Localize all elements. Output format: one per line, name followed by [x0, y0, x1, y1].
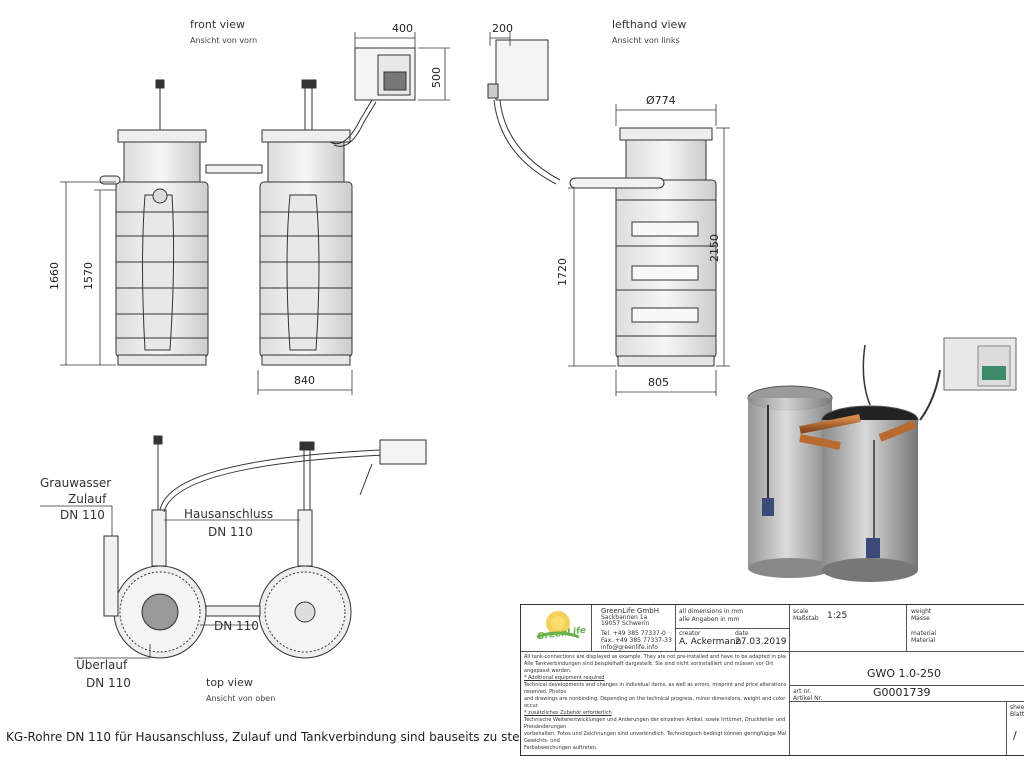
label-grauwasser: Grauwasser	[40, 476, 112, 490]
company-fax: Fax. +49 385 77337-33	[601, 637, 672, 644]
left-view-subtitle: Ansicht von links	[612, 36, 680, 45]
company-city: 19057 Schwerin	[601, 620, 650, 627]
dims-note-en: all dimensions in mm	[679, 608, 744, 615]
art-value: G0001739	[873, 686, 931, 699]
company-email: info@greenlife.info	[601, 644, 658, 651]
dim-500: 500	[430, 67, 443, 88]
dim-840: 840	[294, 374, 315, 387]
scale-value: 1:25	[827, 611, 848, 621]
note-line: reserved. Photos	[524, 689, 567, 695]
material-label: material	[911, 630, 937, 637]
isometric-render	[747, 337, 1017, 582]
creator-value: A. Ackermann	[679, 637, 742, 647]
company-name: GreenLife GmbH	[601, 607, 659, 615]
label-dn110-hausanschluss: DN 110	[208, 525, 253, 539]
title-block: GreenLife GreenLife GmbH Sackbannen 1a 1…	[520, 604, 1024, 756]
dim-1720: 1720	[556, 258, 569, 286]
greenlife-logo: GreenLife	[531, 607, 587, 647]
left-dimension-lines	[489, 32, 730, 396]
left-view-drawing	[487, 39, 717, 367]
front-left-tank	[115, 79, 209, 366]
label-ueberlauf: Überlauf	[76, 658, 128, 672]
dims-note-de: alle Angaben in mm	[679, 616, 740, 623]
dim-2150: 2150	[708, 234, 721, 262]
note-line: and drawings are nonbinding. Depending o…	[524, 696, 786, 702]
art-label: art nr.	[793, 688, 812, 695]
note-line: Gewichts- und	[524, 738, 560, 744]
front-right-tank	[259, 79, 353, 366]
note-line: angepasst werden.	[524, 668, 572, 674]
note-line: * Additional equipment required	[524, 675, 605, 681]
date-label: date	[735, 630, 749, 637]
front-dimension-lines	[60, 32, 450, 395]
note-line: occur.	[524, 703, 539, 709]
dim-diameter-774: Ø774	[646, 94, 676, 107]
sheet-label: shee	[1010, 704, 1024, 711]
creator-label: creator	[679, 630, 701, 637]
art-label-de: Artikel Nr.	[793, 695, 823, 702]
dim-1660: 1660	[48, 262, 61, 290]
sheet-value: /	[1013, 729, 1017, 742]
note-line: vorbehalten. Fotos und Zeichnungen sind …	[524, 731, 786, 737]
sheet-label-de: Blatt	[1010, 711, 1024, 718]
front-view-title: front view	[190, 18, 245, 31]
note-line: Technische Weiterentwicklungen und Änder…	[524, 717, 786, 723]
top-leader-lines	[40, 505, 300, 659]
title-block-notes: All tank-connections are displayed as ex…	[524, 654, 786, 752]
dim-400: 400	[392, 22, 413, 35]
note-line: Technical developments and changes in in…	[524, 682, 786, 688]
top-view-title: top view	[206, 676, 253, 689]
weight-label-de: Masse	[911, 615, 930, 622]
company-tel: Tel. +49 385 77337-0	[601, 630, 666, 637]
label-dn110-ueberlauf: DN 110	[86, 676, 131, 690]
left-view-title: lefthand view	[612, 18, 687, 31]
weight-label: weight	[911, 608, 932, 615]
top-view-drawing	[103, 435, 427, 659]
scale-label: scale	[793, 608, 809, 615]
label-dn110-connection: DN 110	[214, 619, 259, 633]
dim-1570: 1570	[82, 262, 95, 290]
note-line: Farbabweichungen auftreten.	[524, 745, 598, 751]
top-view-subtitle: Ansicht von oben	[206, 694, 276, 703]
dim-805: 805	[648, 376, 669, 389]
company-street: Sackbannen 1a	[601, 614, 648, 621]
note-line: Alle Tankverbindungen sind beispielhaft …	[524, 661, 774, 667]
scale-label-de: Maßstab	[793, 615, 819, 622]
dim-200: 200	[492, 22, 513, 35]
label-zulauf: Zulauf	[68, 492, 107, 506]
label-dn110-zulauf: DN 110	[60, 508, 105, 522]
bottom-note: KG-Rohre DN 110 für Hausanschluss, Zulau…	[6, 730, 542, 744]
date-value: 27.03.2019	[735, 637, 787, 647]
front-view-drawing	[99, 47, 416, 366]
front-view-subtitle: Ansicht von vorn	[190, 36, 258, 45]
material-label-de: Material	[911, 637, 936, 644]
note-line: * zusätzliches Zubehör erforderlich	[524, 710, 612, 716]
note-line: Preisänderungen	[524, 724, 567, 730]
note-line: All tank-connections are displayed as ex…	[524, 654, 786, 660]
label-hausanschluss: Hausanschluss	[184, 507, 274, 521]
product-name: GWO 1.0-250	[867, 667, 942, 680]
